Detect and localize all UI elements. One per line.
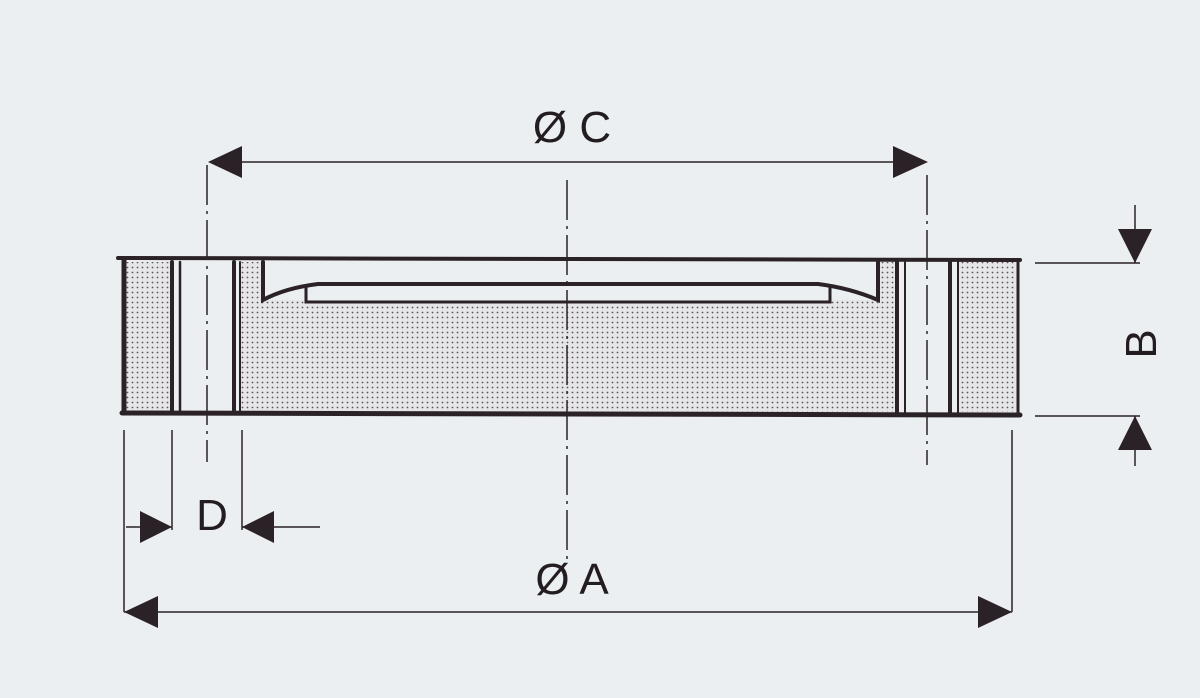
dimension-b-label: B [1117,329,1166,358]
hatched-sections [124,262,1018,412]
flange-outline [116,256,1023,418]
arrow-a-left [124,596,158,628]
center-lines [206,165,928,565]
arrow-a-right [978,596,1012,628]
arrow-d-right [140,511,172,543]
arrow-d-left [242,511,274,543]
arrowheads [124,146,1152,628]
arrow-c-right [893,146,928,178]
body-section [240,262,897,412]
arrow-c-left [208,146,242,178]
arrow-b-top [1118,229,1152,263]
dimension-d-label: D [196,491,228,540]
dimension-a-label: Ø A [535,555,609,604]
left-rim-section [124,262,172,412]
dimension-c-label: Ø C [533,103,611,152]
arrow-b-bottom [1118,416,1152,450]
right-rim-section [958,262,1018,412]
